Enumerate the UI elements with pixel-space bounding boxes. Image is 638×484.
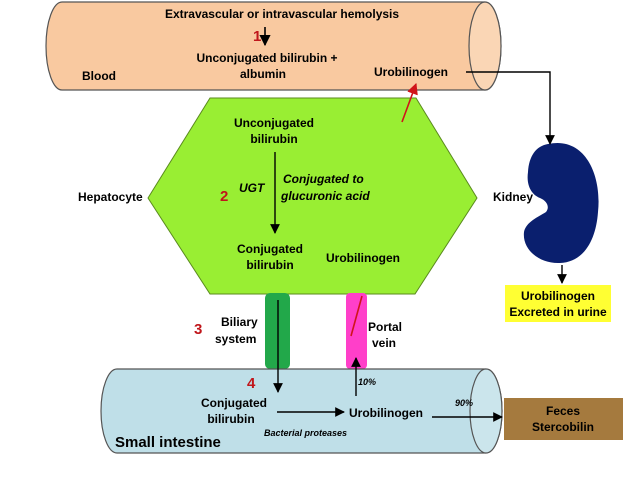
hemolysis-text: Extravascular or intravascular hemolysis	[165, 7, 399, 21]
step-3-number: 3	[194, 321, 202, 338]
int-urobilinogen: Urobilinogen	[349, 406, 423, 420]
hepatocyte-cell	[147, 97, 478, 295]
hep-urobilinogen: Urobilinogen	[326, 251, 400, 265]
portal-vein-tube	[346, 293, 367, 369]
arrow-portal-red	[350, 295, 363, 337]
step-1-number: 1	[253, 28, 261, 45]
kidney-label: Kidney	[493, 190, 533, 204]
blood-vessel	[45, 1, 502, 91]
small-intestine-label: Small intestine	[115, 434, 221, 451]
kidney-shape	[523, 142, 599, 264]
bacterial-proteases: Bacterial proteases	[264, 428, 347, 438]
hepatocyte-label: Hepatocyte	[78, 190, 143, 204]
unconjugated-albumin-line1: Unconjugated bilirubin +	[197, 51, 338, 65]
feces-line1: Feces	[546, 404, 580, 418]
unconjugated-albumin-line2: albumin	[240, 67, 286, 81]
step-4-number: 4	[247, 375, 256, 392]
hep-conjugated-line2: bilirubin	[246, 258, 293, 272]
pct-portal: 10%	[358, 377, 376, 387]
conjugated-to-line2: glucuronic acid	[280, 189, 370, 203]
biliary-label-line2: system	[215, 332, 256, 346]
urine-line2: Excreted in urine	[509, 305, 607, 319]
arrow-blood-to-kidney	[466, 71, 555, 145]
small-intestine	[100, 368, 503, 454]
feces-box	[504, 398, 623, 440]
blood-label: Blood	[82, 69, 116, 83]
int-conjugated-line1: Conjugated	[201, 396, 267, 410]
portal-label-line1: Portal	[368, 320, 402, 334]
ugt-enzyme: UGT	[239, 181, 266, 195]
hep-conjugated-line1: Conjugated	[237, 242, 303, 256]
urine-excretion-box	[505, 285, 611, 322]
step-2-number: 2	[220, 188, 228, 205]
urine-line1: Urobilinogen	[521, 289, 595, 303]
portal-label-line2: vein	[372, 336, 396, 350]
hep-unconjugated-line2: bilirubin	[250, 132, 297, 146]
feces-line2: Stercobilin	[532, 420, 594, 434]
conjugated-to-line1: Conjugated to	[283, 172, 364, 186]
arrow-liver-to-blood	[401, 82, 418, 123]
hep-unconjugated-line1: Unconjugated	[234, 116, 314, 130]
blood-urobilinogen: Urobilinogen	[374, 65, 448, 79]
int-conjugated-line2: bilirubin	[207, 412, 254, 426]
biliary-label-line1: Biliary	[221, 315, 258, 329]
pct-feces: 90%	[455, 398, 473, 408]
